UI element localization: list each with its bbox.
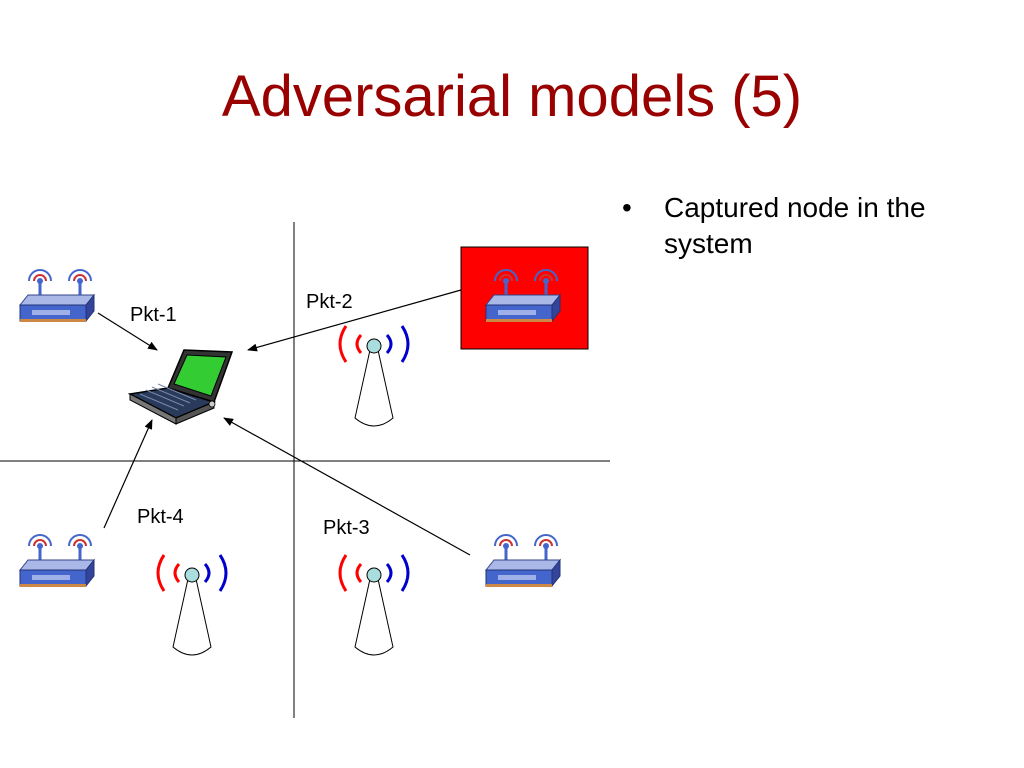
laptop-icon bbox=[127, 349, 234, 425]
router-icon bbox=[484, 533, 562, 589]
pkt-3-label: Pkt-3 bbox=[323, 517, 370, 539]
pkt-4-arrow bbox=[103, 419, 153, 529]
bullet-list: Captured node in the system bbox=[622, 190, 982, 262]
antenna-tower-icon bbox=[156, 553, 228, 657]
pkt-4-label: Pkt-4 bbox=[137, 506, 184, 528]
pkt-2-arrow bbox=[247, 289, 462, 352]
pkt-2-label: Pkt-2 bbox=[306, 291, 353, 313]
pkt-3-arrow bbox=[223, 417, 471, 556]
pkt-1-label: Pkt-1 bbox=[130, 304, 177, 326]
antenna-tower-icon bbox=[338, 553, 410, 657]
bullet-item: Captured node in the system bbox=[622, 190, 982, 262]
pkt-1-arrow bbox=[97, 312, 158, 351]
antenna-tower-icon bbox=[338, 324, 410, 428]
router-icon bbox=[18, 533, 96, 589]
router-icon bbox=[18, 268, 96, 324]
slide-title: Adversarial models (5) bbox=[221, 64, 803, 129]
